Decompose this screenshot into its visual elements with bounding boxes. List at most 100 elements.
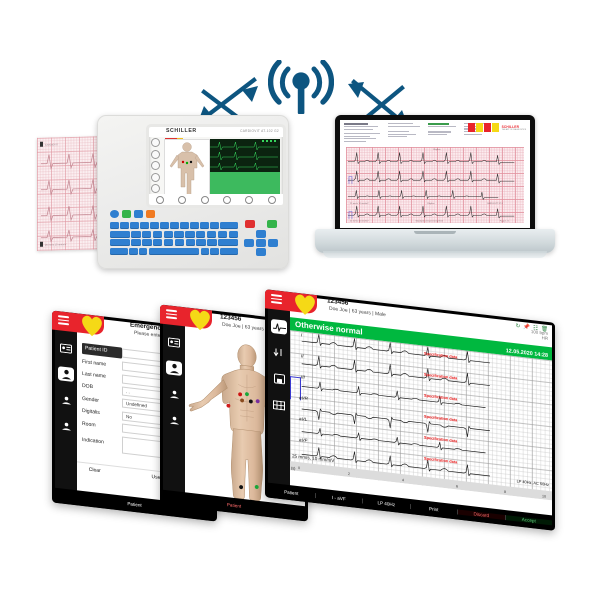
tablet-screen[interactable]: Patient ID First name Last name DOB . . … — [55, 313, 214, 508]
tablet-sidebar[interactable] — [55, 313, 77, 492]
bottom-tab-lead-group[interactable]: I - aVF — [315, 493, 363, 504]
key[interactable] — [180, 222, 189, 229]
hamburger-menu-icon[interactable] — [58, 315, 69, 327]
keyboard-row[interactable] — [110, 222, 239, 229]
softkey-circle[interactable] — [151, 161, 160, 171]
key[interactable] — [185, 239, 196, 247]
key[interactable] — [170, 222, 179, 229]
key[interactable] — [152, 239, 163, 247]
navpad-left[interactable] — [244, 239, 254, 247]
key[interactable] — [131, 230, 141, 238]
softkey-circle[interactable] — [151, 172, 160, 182]
key[interactable] — [152, 230, 163, 238]
power-key[interactable] — [110, 210, 119, 218]
softkey-circle[interactable] — [200, 195, 209, 204]
softkey-circle[interactable] — [151, 138, 160, 147]
tablet-patient-form[interactable]: Patient ID First name Last name DOB . . … — [52, 310, 217, 522]
navpad-green-key[interactable] — [267, 220, 277, 228]
softkey-circle[interactable] — [223, 195, 232, 204]
key[interactable] — [200, 247, 210, 255]
id-card-icon[interactable] — [58, 340, 74, 356]
group-icon[interactable] — [58, 392, 74, 408]
qwerty-keyboard[interactable] — [110, 222, 239, 258]
key[interactable] — [130, 222, 139, 229]
key[interactable] — [228, 230, 238, 238]
ecg-wave-icon[interactable] — [271, 318, 287, 335]
key[interactable] — [196, 239, 206, 247]
discard-button[interactable]: Discard — [458, 509, 506, 521]
hamburger-menu-icon[interactable] — [271, 294, 282, 306]
bottom-tab-patient[interactable]: Patient — [268, 487, 316, 499]
navpad-ok[interactable] — [256, 239, 266, 247]
tablet-sidebar[interactable] — [268, 292, 290, 487]
key[interactable] — [110, 222, 119, 229]
patient-icon[interactable] — [58, 366, 74, 382]
device-display[interactable]: SCHILLER CARDIOVIT AT-102 G2 — [146, 124, 286, 208]
tablet-ecg-recording[interactable]: Otherwise normal 12.05.2020 14:28 ↻ 📌 ☷ … — [265, 289, 555, 531]
group-alt-icon[interactable] — [58, 418, 74, 434]
key[interactable] — [210, 247, 219, 255]
caps-key[interactable] — [110, 239, 130, 247]
print-key[interactable] — [134, 210, 143, 218]
softkey-circle[interactable] — [151, 149, 160, 159]
display-bottom-softkeys[interactable] — [149, 194, 283, 205]
softkey-circle[interactable] — [178, 195, 187, 204]
key[interactable] — [207, 239, 217, 247]
softkey-circle[interactable] — [156, 195, 165, 204]
key[interactable] — [160, 222, 169, 229]
save-icon[interactable] — [271, 371, 287, 387]
space-key[interactable] — [148, 247, 200, 255]
hamburger-menu-icon[interactable] — [166, 309, 177, 321]
enter-key[interactable] — [218, 239, 239, 247]
key[interactable] — [217, 230, 228, 238]
keyboard-row[interactable] — [110, 230, 238, 238]
group-alt-icon[interactable] — [166, 412, 182, 428]
group-icon[interactable] — [166, 386, 182, 402]
shift-right-key[interactable] — [220, 247, 238, 255]
accept-button[interactable]: Accept — [505, 515, 552, 526]
key[interactable] — [185, 230, 195, 238]
key[interactable] — [131, 239, 141, 247]
key[interactable] — [129, 247, 138, 255]
key[interactable] — [206, 230, 217, 238]
keyboard-row[interactable] — [110, 247, 238, 255]
navpad-up[interactable] — [256, 230, 266, 238]
softkey-circle[interactable] — [245, 195, 254, 204]
key[interactable] — [142, 239, 152, 247]
navpad-right[interactable] — [268, 239, 278, 247]
shift-key[interactable] — [110, 247, 128, 255]
patient-icon[interactable] — [166, 360, 182, 376]
rhythm-icon[interactable] — [271, 345, 287, 361]
laptop-screen[interactable]: SCHILLER THE ART OF DIAGNOSTICS — [340, 120, 530, 228]
refresh-icon[interactable]: ↻ — [515, 322, 521, 330]
laptop-with-ecg-report[interactable]: SCHILLER THE ART OF DIAGNOSTICS — [315, 115, 555, 270]
key[interactable] — [196, 230, 206, 238]
softkey-circle[interactable] — [151, 184, 160, 194]
key[interactable] — [190, 222, 199, 229]
key[interactable] — [174, 230, 184, 238]
key[interactable] — [174, 239, 185, 247]
key[interactable] — [142, 230, 152, 238]
tablet-screen[interactable]: Otherwise normal 12.05.2020 14:28 ↻ 📌 ☷ … — [268, 292, 552, 517]
navigation-pad[interactable] — [243, 220, 279, 256]
key[interactable] — [150, 222, 159, 229]
stop-key[interactable] — [146, 210, 155, 218]
tablet-sidebar[interactable] — [163, 307, 185, 494]
function-key-row[interactable] — [110, 210, 155, 218]
key[interactable] — [140, 222, 149, 229]
navpad-down[interactable] — [256, 248, 266, 256]
bottom-tab-filter[interactable]: LP 40Hz — [363, 498, 411, 510]
navpad-red-key[interactable] — [245, 220, 255, 228]
key[interactable] — [163, 230, 174, 238]
cardiovit-ecg-device[interactable]: CARDIOVIT 25 mm/s 10 mm/mV SCHILLER CARD… — [37, 115, 289, 270]
ecg-chart[interactable]: I II III aVR aVL aVF Specification data … — [290, 330, 552, 501]
tablet-electrode-placement[interactable]: 123456 Doe Joe | 63 years | Male Patient — [160, 304, 308, 522]
id-card-icon[interactable] — [166, 334, 182, 350]
backspace-key[interactable] — [220, 222, 239, 229]
pin-icon[interactable]: 📌 — [523, 323, 531, 331]
key[interactable] — [120, 222, 129, 229]
bottom-tab-print[interactable]: Print — [410, 504, 458, 515]
softkey-circle[interactable] — [267, 195, 276, 204]
key[interactable] — [200, 222, 209, 229]
grid-icon[interactable] — [271, 397, 287, 413]
